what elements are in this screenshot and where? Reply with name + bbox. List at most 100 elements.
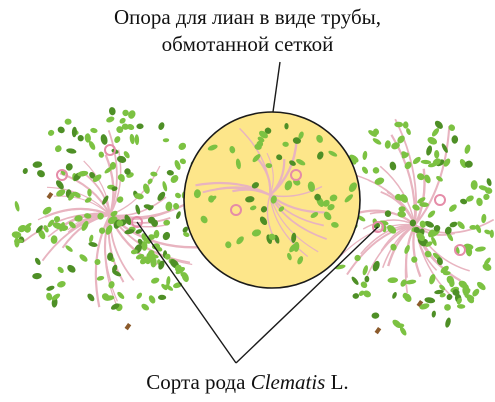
leaf [147,294,156,304]
leaf [46,285,56,292]
leaf [14,239,23,243]
leaf [481,262,492,272]
leaf [175,211,182,220]
leaf [78,253,89,263]
flower [435,195,445,205]
leaf [412,156,422,166]
leaf [490,230,494,238]
leaf [475,246,487,253]
leaf [56,280,66,289]
leaf [448,203,459,213]
leaf [93,258,101,266]
leaf [361,165,370,174]
leaf [32,161,42,168]
leaf [362,151,368,161]
leaf [88,241,98,247]
leaf [88,234,94,243]
leaf [403,244,411,254]
leaf [446,293,453,301]
leaf [394,121,403,127]
leaf [14,201,21,212]
leaf [425,145,433,156]
leaf [66,263,77,274]
leaf [108,107,116,116]
leaf [391,291,397,299]
leaf [56,125,65,134]
leaf [405,127,412,135]
leaf [100,133,109,145]
leaf [384,140,391,149]
varieties-label-suffix: L. [325,370,348,394]
leaf [22,167,29,174]
leaf [161,231,171,242]
leaf [65,162,74,171]
leaf [90,127,98,134]
leaf [476,197,484,206]
support-leader-line [273,62,280,112]
leaf [372,137,383,146]
leaf [444,317,452,328]
leaf [371,312,379,319]
leaf [426,136,438,147]
leaf [64,244,73,253]
bud [125,323,132,330]
leaf [116,291,125,300]
leaf [163,138,170,142]
leaf [179,157,187,165]
leaf [352,293,360,300]
leaf [481,214,487,224]
leaf [77,135,83,142]
leaf [47,129,55,137]
leaf [456,220,466,231]
leaf [372,166,381,175]
leaf [140,302,150,312]
leaf [443,303,452,312]
leaf [174,192,182,200]
leaf [66,148,77,155]
leaf [457,304,466,309]
leaf [56,266,65,275]
leaf [387,277,398,283]
varieties-label-genus: Clematis [251,370,326,394]
leaf [420,159,431,164]
bud [375,327,382,334]
leaf [350,276,360,286]
leaf [389,161,397,171]
leaf [284,123,288,129]
leaf [36,169,47,179]
leaf [353,254,362,263]
leaf [385,210,391,217]
leaf [433,119,444,130]
leaf [431,310,436,318]
leaf [113,135,122,144]
leaf [105,115,115,123]
leaf [403,121,409,128]
leaf [136,123,143,129]
leaf [471,180,478,190]
leaf [45,292,53,301]
leaf [177,141,187,151]
leaf [150,276,160,284]
leaf [158,295,166,300]
leaf [161,181,168,192]
bud [47,192,54,199]
varieties-label-prefix: Сорта рода [146,370,250,394]
leaf [486,178,493,187]
leaf [86,292,96,302]
leaf [135,292,143,300]
leaf [427,209,437,219]
leaf [424,297,436,304]
leaf [451,135,458,144]
leaf [64,118,71,125]
leaf [373,176,385,186]
leaf [166,169,174,176]
varieties-label: Сорта рода Clematis L. [0,370,495,395]
leaf [129,134,135,145]
leaf [157,121,165,131]
leaf [364,276,369,283]
leaf [34,257,42,266]
leaf [54,144,63,153]
leaf [96,275,104,281]
leaf [428,273,437,285]
leaf [434,150,439,159]
